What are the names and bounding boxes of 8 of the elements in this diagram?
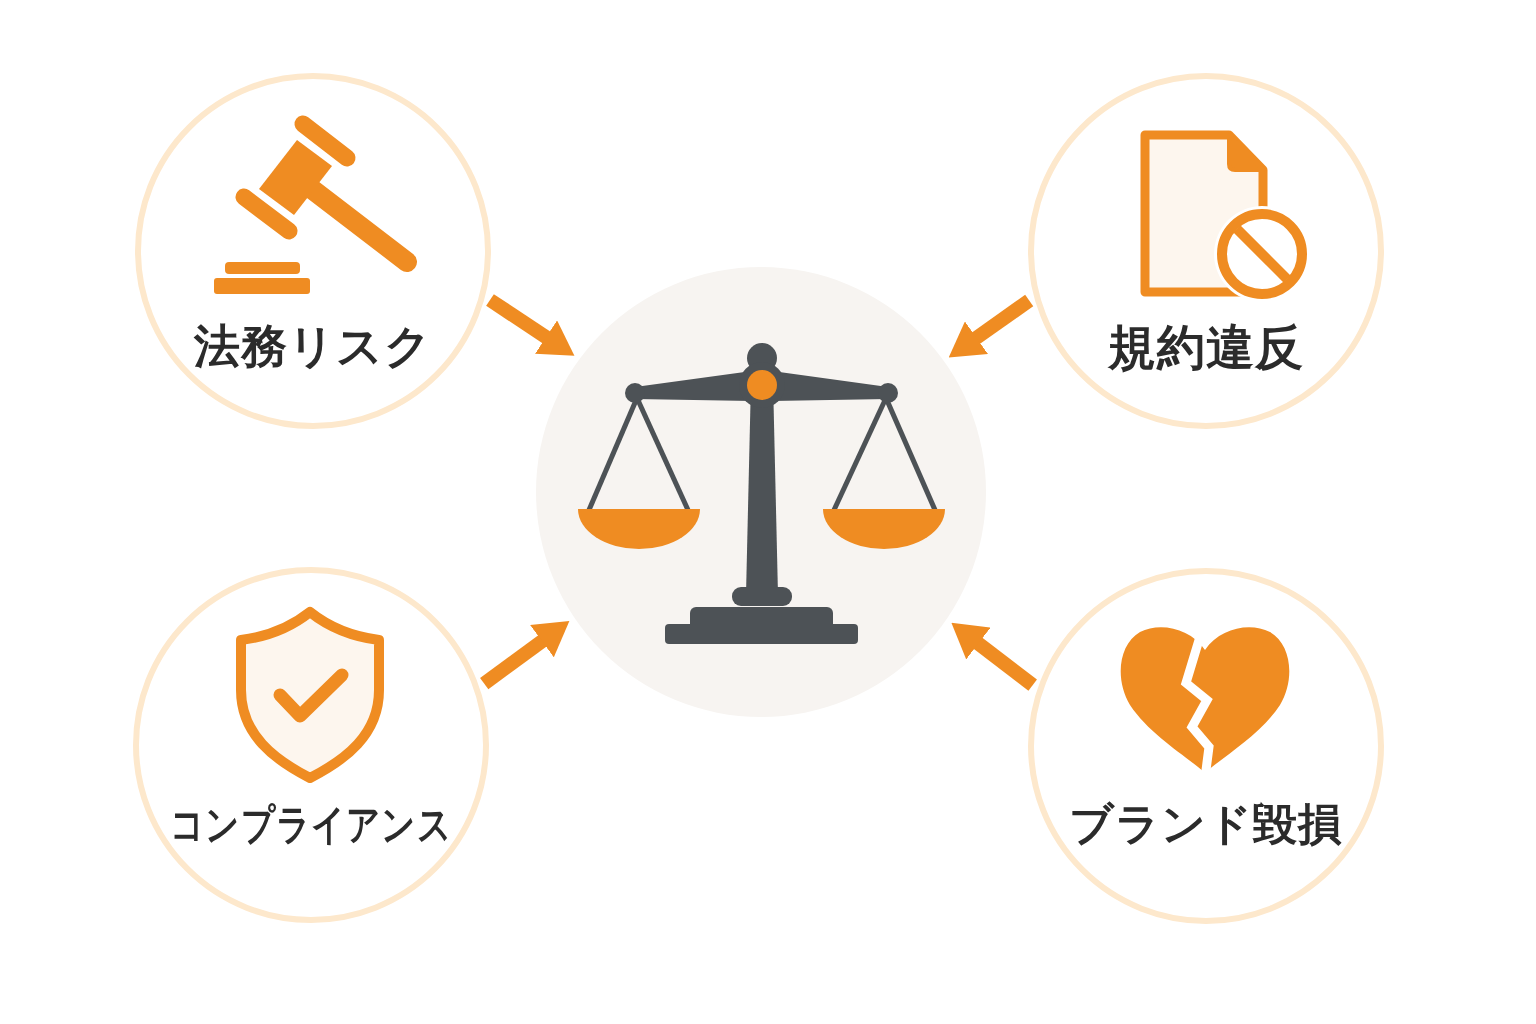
node-label: 規約違反 [1108, 322, 1304, 373]
node-label: コンプライアンス [170, 803, 452, 848]
arrow [948, 294, 1034, 358]
node-label: ブランド毀損 [1069, 801, 1343, 848]
arrow [480, 621, 570, 690]
arrow [486, 294, 575, 356]
arrow [951, 622, 1037, 691]
node-label: 法務リスク [194, 322, 432, 371]
